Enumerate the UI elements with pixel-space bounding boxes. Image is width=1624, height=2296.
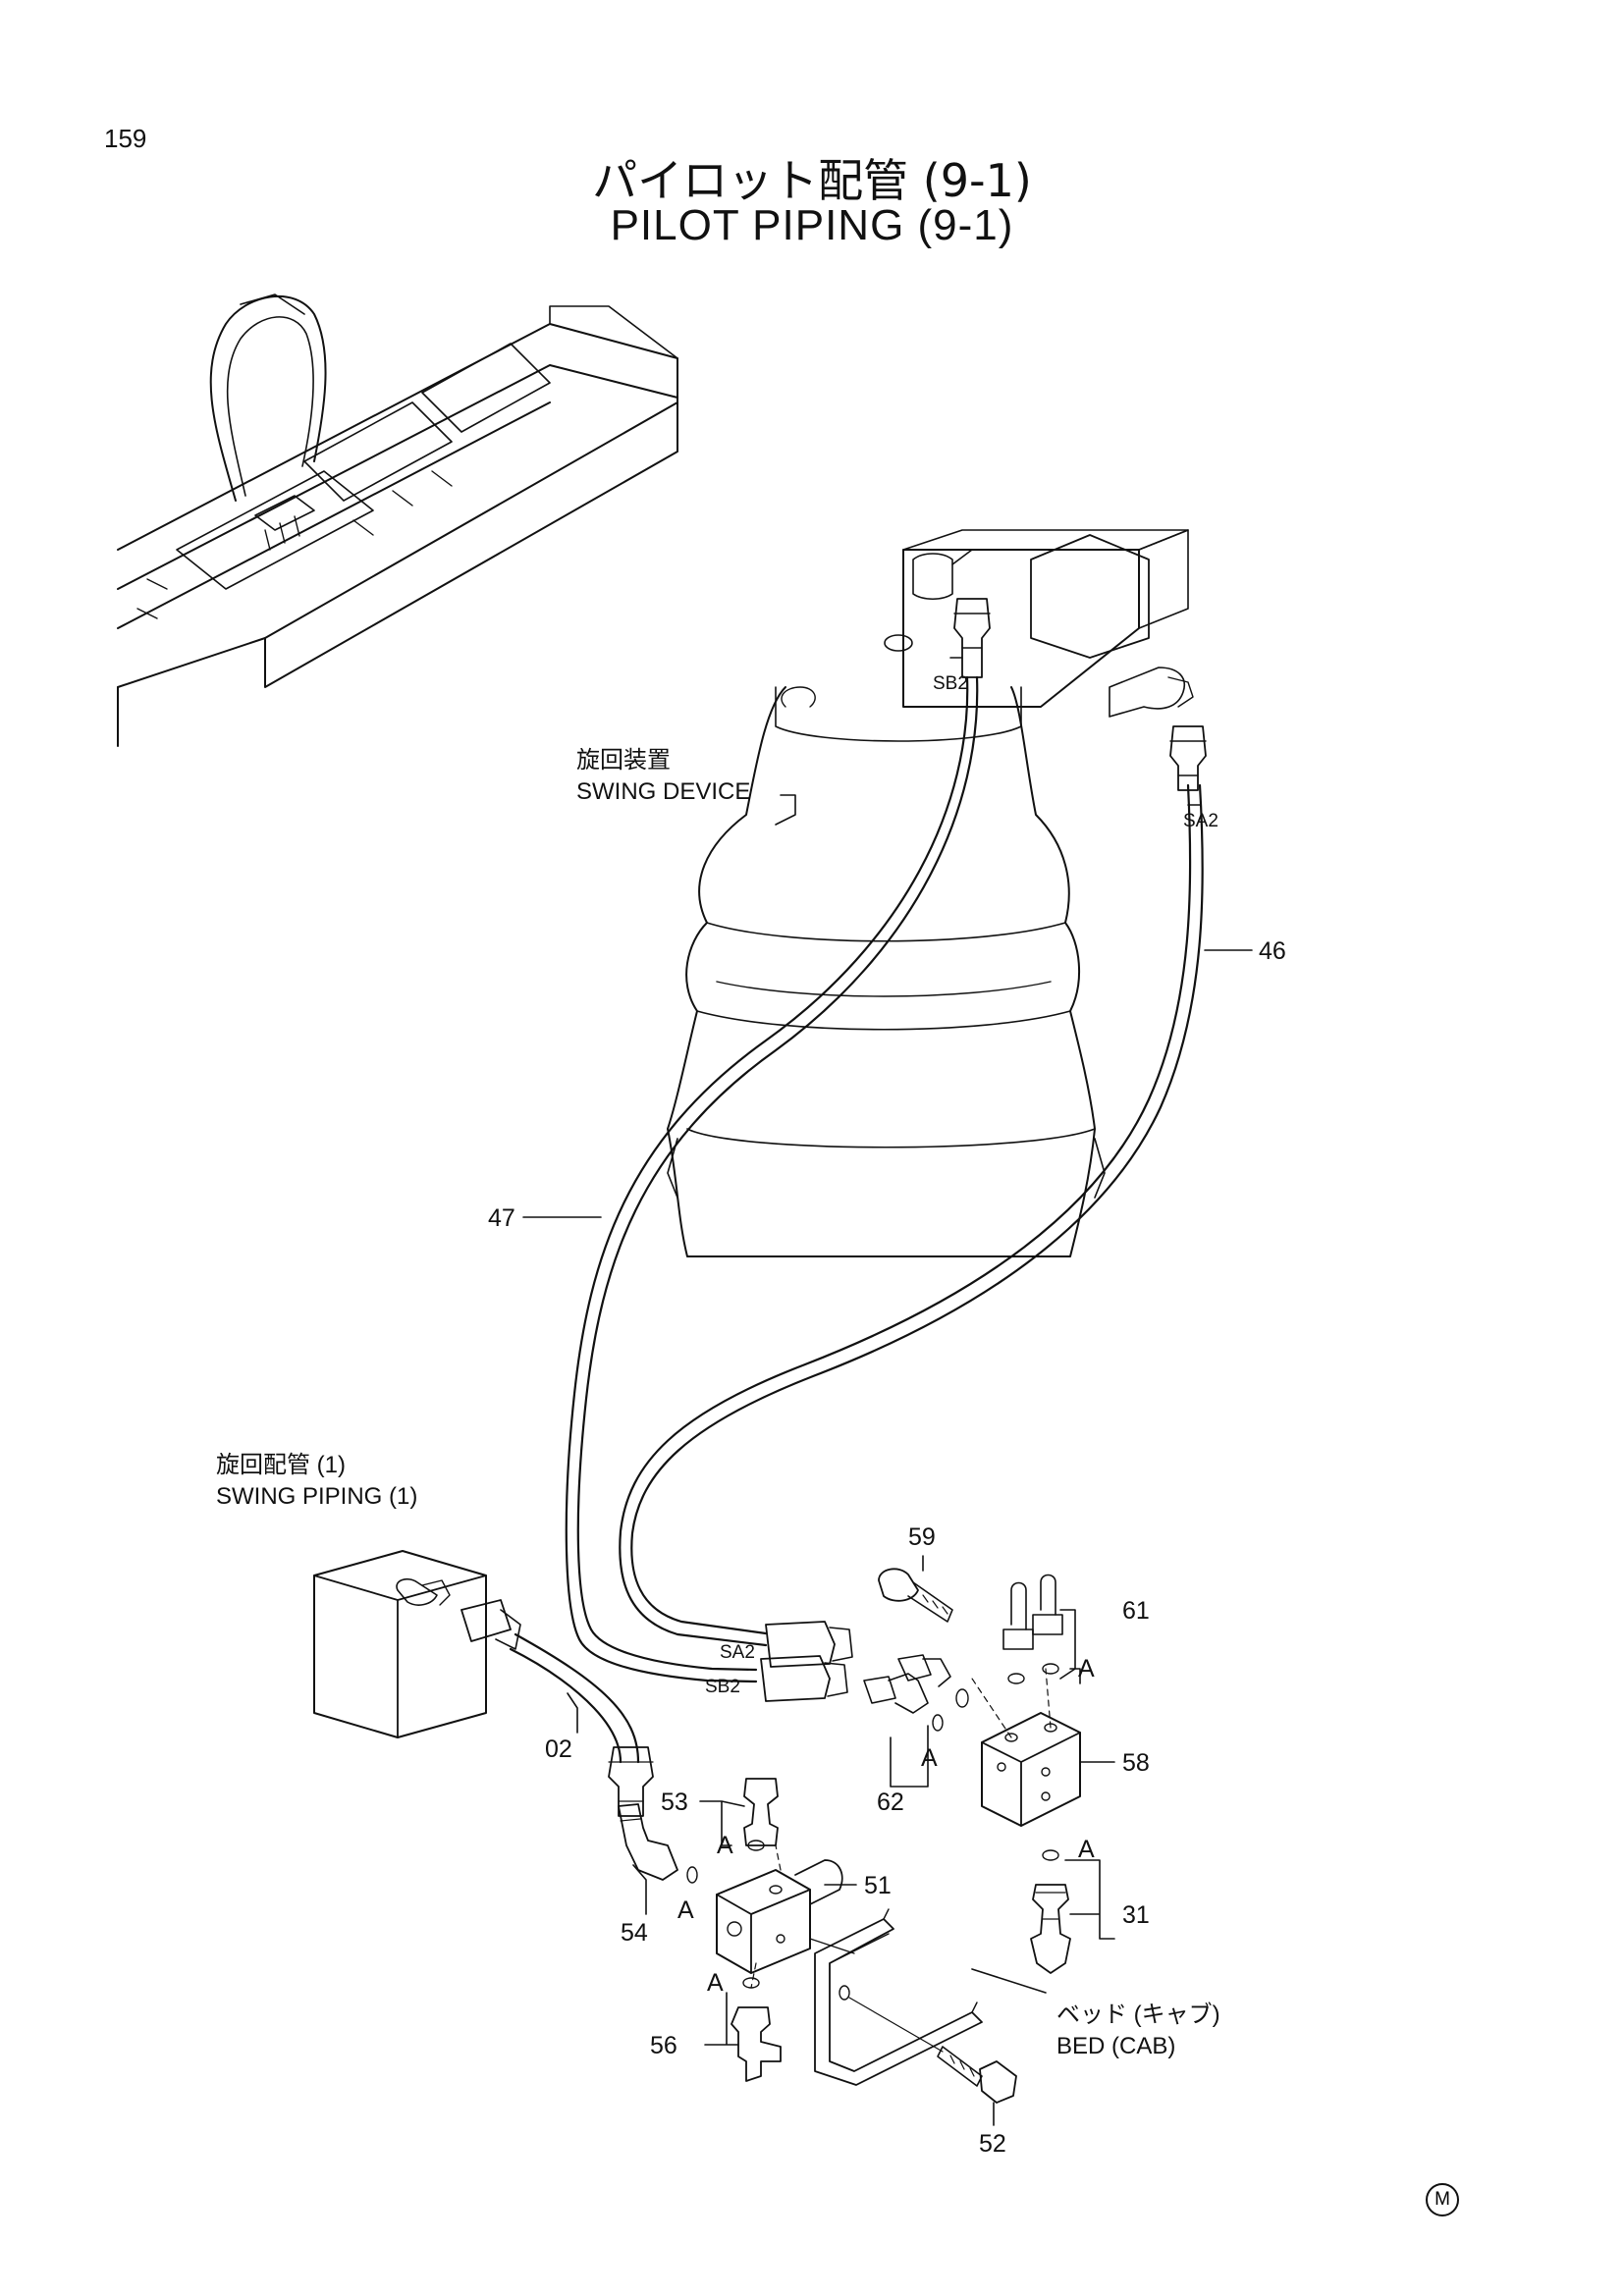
part-number-31: 31 (1122, 1901, 1150, 1929)
block-58 (971, 1668, 1081, 1827)
swing-piping-label-jp: 旋回配管 (1) (216, 1452, 346, 1478)
detail-mark-a-56: A (707, 1969, 724, 1997)
port-label-sa2-top: SA2 (1183, 811, 1218, 831)
fitting-61 (1002, 1574, 1063, 1650)
port-label-sb2-top: SB2 (933, 673, 968, 694)
hose-end-fittings-bottom (760, 1621, 853, 1702)
part-number-62: 62 (877, 1789, 904, 1816)
machine-overview-inset (117, 294, 678, 747)
fitting-56 (731, 2006, 782, 2082)
swing-device-body (667, 529, 1194, 1257)
part-number-02: 02 (545, 1735, 572, 1763)
swing-piping-box (313, 1550, 487, 1738)
part-number-51: 51 (864, 1872, 892, 1899)
detail-mark-a-61: A (1078, 1655, 1095, 1682)
fitting-54 (618, 1803, 678, 1881)
part-number-52: 52 (979, 2130, 1006, 2158)
part-number-56: 56 (650, 2032, 677, 2059)
detail-mark-a-62: A (921, 1744, 938, 1772)
o-rings (686, 1663, 1059, 1989)
hose-47-sb2 (565, 675, 979, 1683)
block-51 (716, 1844, 855, 1989)
corner-m-mark: M (1426, 2183, 1459, 2216)
port-label-sa2-bottom: SA2 (720, 1642, 755, 1663)
hose-02 (460, 1599, 654, 1817)
detail-mark-a-31: A (1078, 1836, 1095, 1863)
part-number-61: 61 (1122, 1597, 1150, 1625)
part-number-46: 46 (1259, 937, 1286, 965)
bed-label-jp: ベッド (キャブ) (1056, 2002, 1220, 2028)
leader-lines (522, 657, 1253, 2126)
part-number-58: 58 (1122, 1749, 1150, 1777)
bed-label-en: BED (CAB) (1056, 2033, 1176, 2059)
port-label-sb2-bottom: SB2 (705, 1677, 740, 1697)
swing-device-label-jp: 旋回装置 (576, 747, 671, 774)
detail-mark-a-53: A (717, 1832, 733, 1859)
part-number-47: 47 (488, 1204, 515, 1232)
detail-mark-a-54: A (677, 1896, 694, 1924)
page-number: 159 (104, 124, 147, 153)
bolt-52 (848, 1997, 1017, 2104)
fitting-31 (1030, 1884, 1071, 1974)
bolt-59 (878, 1568, 953, 1623)
swing-piping-label-en: SWING PIPING (1) (216, 1483, 418, 1510)
part-number-54: 54 (621, 1919, 648, 1947)
fitting-62-elbows (863, 1654, 951, 1714)
part-number-59: 59 (908, 1523, 936, 1551)
fitting-53 (743, 1778, 779, 1846)
swing-device-label-en: SWING DEVICE (576, 778, 751, 805)
title-english: PILOT PIPING (9-1) (610, 201, 1014, 249)
hose-46-sa2 (619, 783, 1204, 1647)
part-number-53: 53 (661, 1789, 688, 1816)
bed-bracket (814, 1908, 983, 2086)
title-japanese: パイロット配管 (9-1) (592, 154, 1032, 207)
hose-end-fittings-top (953, 598, 1207, 791)
